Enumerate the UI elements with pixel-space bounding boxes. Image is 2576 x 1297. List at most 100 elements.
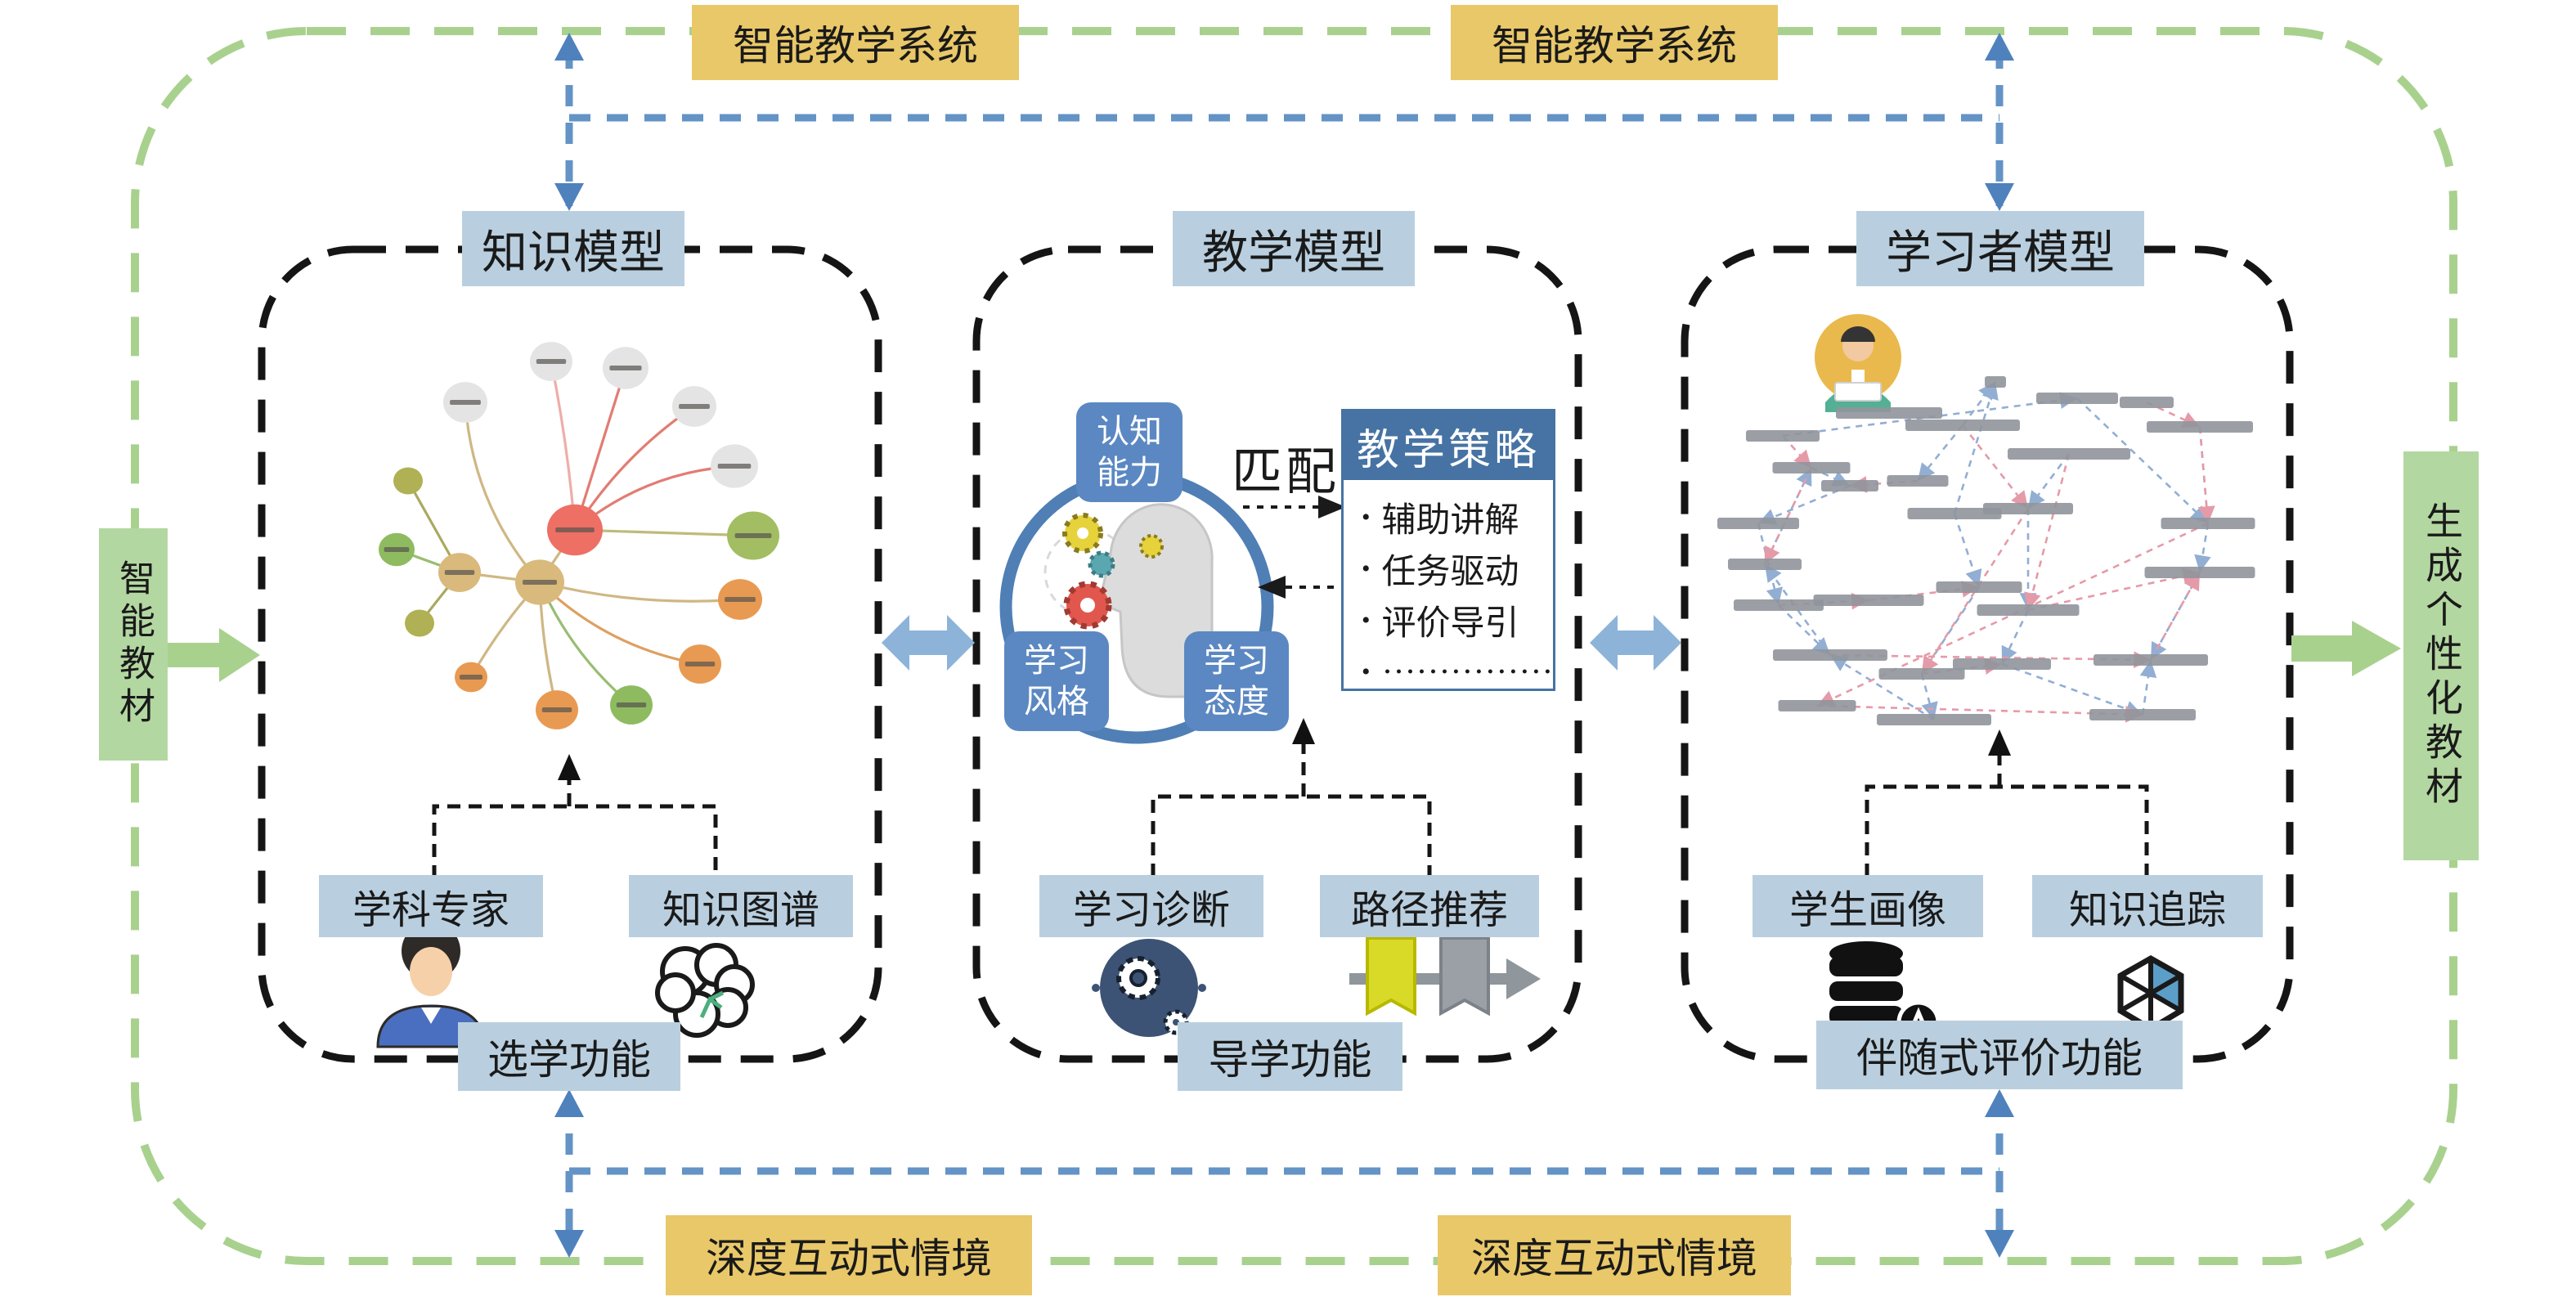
- teaching-strategy-title: 教学策略: [1344, 411, 1553, 480]
- learner-graph-edge: [2149, 572, 2201, 661]
- learner-graph-node-label: [2036, 393, 2118, 404]
- strategy-item: •辅助讲解: [1357, 491, 1548, 543]
- gears-circle-icon: [1092, 939, 1206, 1037]
- learner-graph-edge: [2024, 453, 2071, 611]
- learning-attitude-trait: 学习 态度: [1184, 631, 1289, 731]
- bullet-icon: •: [1362, 554, 1371, 582]
- system-label-top-left: 智能教学系统: [692, 5, 1019, 80]
- bullet-icon: •: [1362, 503, 1371, 531]
- right-green-arrow: [2291, 621, 2401, 676]
- trait-line: 认知: [1097, 413, 1162, 450]
- trait-line: 学习: [1204, 642, 1269, 679]
- learner-graph-node-label: [2144, 567, 2255, 578]
- trait-line: 态度: [1204, 683, 1269, 720]
- knowledge-graph-node: [405, 609, 434, 637]
- knowledge-graph-node: [393, 467, 423, 495]
- knowledge-graph-node-label: [523, 580, 557, 585]
- knowledge-graph-node-label: [444, 570, 475, 575]
- learner-graph-node-label: [1778, 700, 1856, 711]
- learner-graph-node-label: [2161, 518, 2255, 529]
- learner-graph-node-label: [1953, 658, 2051, 670]
- knowledge-graph-label: 知识图谱: [629, 875, 853, 937]
- learner-graph-node-label: [1728, 559, 1802, 570]
- learner-graph-node-label: [1977, 604, 2080, 616]
- learner-graph-node-label: [2094, 654, 2208, 666]
- learner-graph-edge: [2146, 401, 2201, 429]
- learner-graph-edge: [1920, 673, 1938, 720]
- learner-graph-node-label: [1887, 475, 1949, 487]
- learner-graph-node-label: [1905, 420, 2020, 431]
- knowledge-graph: [379, 342, 779, 729]
- strategy-item: •评价导引: [1357, 595, 1548, 646]
- bracket-connectors: [432, 736, 2149, 878]
- personalized-textbook-label: 生成个性化教材: [2403, 451, 2479, 860]
- student-avatar-icon: [1815, 314, 1901, 412]
- trait-line: 风格: [1024, 683, 1089, 720]
- smart-textbook-label: 智能教材: [99, 528, 168, 761]
- knowledge-model-title: 知识模型: [462, 211, 684, 286]
- learner-graph-node-label: [1746, 430, 1820, 442]
- context-label-bottom-right: 深度互动式情境: [1438, 1215, 1791, 1295]
- teaching-model-title: 教学模型: [1173, 211, 1415, 286]
- knowledge-graph-node-label: [541, 707, 572, 712]
- learner-graph-node-label: [2120, 397, 2174, 408]
- path-recommendation-label: 路径推荐: [1320, 875, 1539, 937]
- learner-graph-node-label: [2008, 448, 2130, 460]
- knowledge-tracing-label: 知识追踪: [2032, 875, 2263, 937]
- blue-connector-arrowheads: [554, 33, 2014, 1258]
- knowledge-graph-edge: [464, 402, 541, 584]
- knowledge-graph-node-label: [536, 359, 567, 364]
- knowledge-graph-node-label: [450, 400, 481, 405]
- learning-diagnosis-label: 学习诊断: [1039, 875, 1263, 937]
- match-arrowheads: [1258, 496, 1346, 599]
- strategy-item-label: 任务驱动: [1381, 554, 1519, 591]
- learner-graph-edge: [1961, 381, 1997, 426]
- trait-line: 学习: [1024, 642, 1089, 679]
- learner-graph-edge: [1916, 424, 1964, 482]
- subject-expert-label: 学科专家: [319, 875, 543, 937]
- learner-graph-node-label: [1877, 714, 1991, 725]
- learner-graph-node-label: [1985, 376, 2006, 388]
- companion-evaluation-function-label: 伴随式评价功能: [1816, 1021, 2183, 1089]
- learner-graph-edge: [1961, 424, 2030, 509]
- learner-graph-edge: [1757, 484, 1851, 525]
- system-label-top-right: 智能教学系统: [1451, 5, 1778, 80]
- strategy-item: • 任务驱动: [1357, 543, 1548, 595]
- strategy-list: •辅助讲解•任务驱动•评价导引•···············: [1344, 480, 1553, 698]
- double-arrow-teaching-learner: [1590, 615, 1681, 671]
- learner-graph-node-label: [1773, 649, 1887, 661]
- cognitive-ability-trait: 认知 能力: [1076, 402, 1183, 502]
- learner-graph-node-label: [2147, 421, 2253, 433]
- learner-graph: [1717, 376, 2255, 725]
- knowledge-graph-node-label: [679, 404, 710, 409]
- knowledge-panel-border: [258, 245, 882, 1063]
- student-profile-label: 学生画像: [1752, 875, 1983, 937]
- match-dotted-arrows: [1243, 505, 1348, 589]
- knowledge-graph-node-label: [460, 675, 482, 680]
- learner-graph-edge: [2027, 568, 2201, 612]
- bullet-icon: •: [1362, 657, 1371, 685]
- strategy-item-label: ···············: [1381, 653, 1554, 691]
- learner-graph-edge: [2000, 609, 2030, 665]
- left-green-arrow: [167, 628, 260, 682]
- learner-graph-node-label: [1821, 480, 1878, 491]
- learner-graph-edge: [1829, 653, 1935, 721]
- knowledge-graph-edge: [539, 581, 741, 603]
- learner-graph-edge: [2194, 523, 2211, 573]
- learner-graph-edge: [2076, 397, 2209, 524]
- knowledge-graph-node-label: [717, 464, 752, 469]
- learner-graph-node-label: [2089, 709, 2196, 720]
- strategy-item: • ···············: [1357, 646, 1553, 698]
- learner-graph-edge: [1763, 467, 1813, 565]
- context-label-bottom-left: 深度互动式情境: [666, 1215, 1032, 1295]
- learner-graph-node-label: [1907, 508, 2002, 519]
- learner-graph-node-label: [1734, 599, 1824, 611]
- guided-learning-function-label: 导学功能: [1178, 1022, 1402, 1091]
- knowledge-graph-edge: [538, 581, 701, 666]
- teaching-strategy-box: 教学策略 •辅助讲解•任务驱动•评价导引•···············: [1341, 409, 1555, 691]
- cube-wireframe-icon: [2117, 954, 2184, 1033]
- learner-graph-node-label: [1983, 503, 2073, 514]
- learner-model-title: 学习者模型: [1856, 211, 2144, 286]
- blue-dashed-connectors: [565, 47, 2004, 1250]
